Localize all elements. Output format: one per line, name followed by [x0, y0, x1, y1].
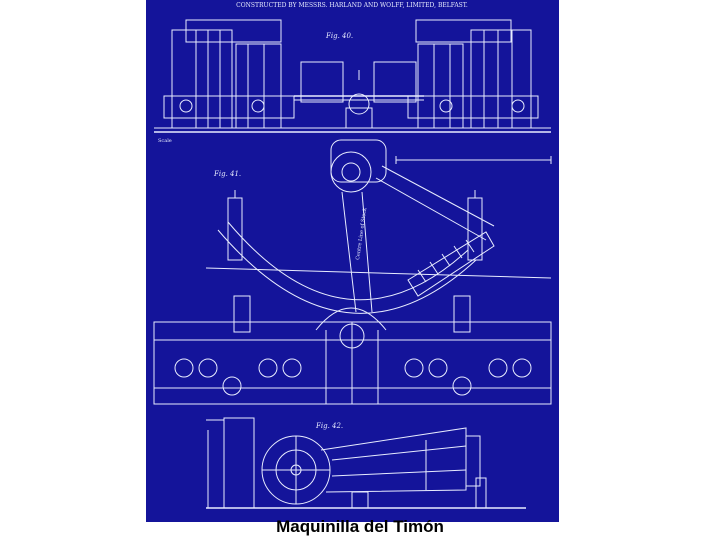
- steering-engine-diagram: CONSTRUCTED BY MESSRS. HARLAND AND WOLFF…: [153, 2, 552, 509]
- top-engine-elevation: [154, 19, 551, 133]
- blueprint-drawing: CONSTRUCTED BY MESSRS. HARLAND AND WOLFF…: [146, 0, 559, 522]
- diagram-caption: Maquinilla del Timón: [276, 517, 444, 536]
- fig-42-label: Fig. 42.: [315, 422, 343, 430]
- drawing-header: CONSTRUCTED BY MESSRS. HARLAND AND WOLFF…: [236, 2, 468, 9]
- plan-view: [153, 295, 552, 405]
- fig-41-label: Fig. 41.: [213, 170, 241, 178]
- stock-centre-line-note: Centre Line of Stock: [355, 207, 368, 261]
- side-elevation: [206, 417, 526, 509]
- scale-label: Scale: [158, 138, 172, 144]
- fig-40-label: Fig. 40.: [325, 32, 353, 40]
- quadrant-tiller: [205, 139, 552, 314]
